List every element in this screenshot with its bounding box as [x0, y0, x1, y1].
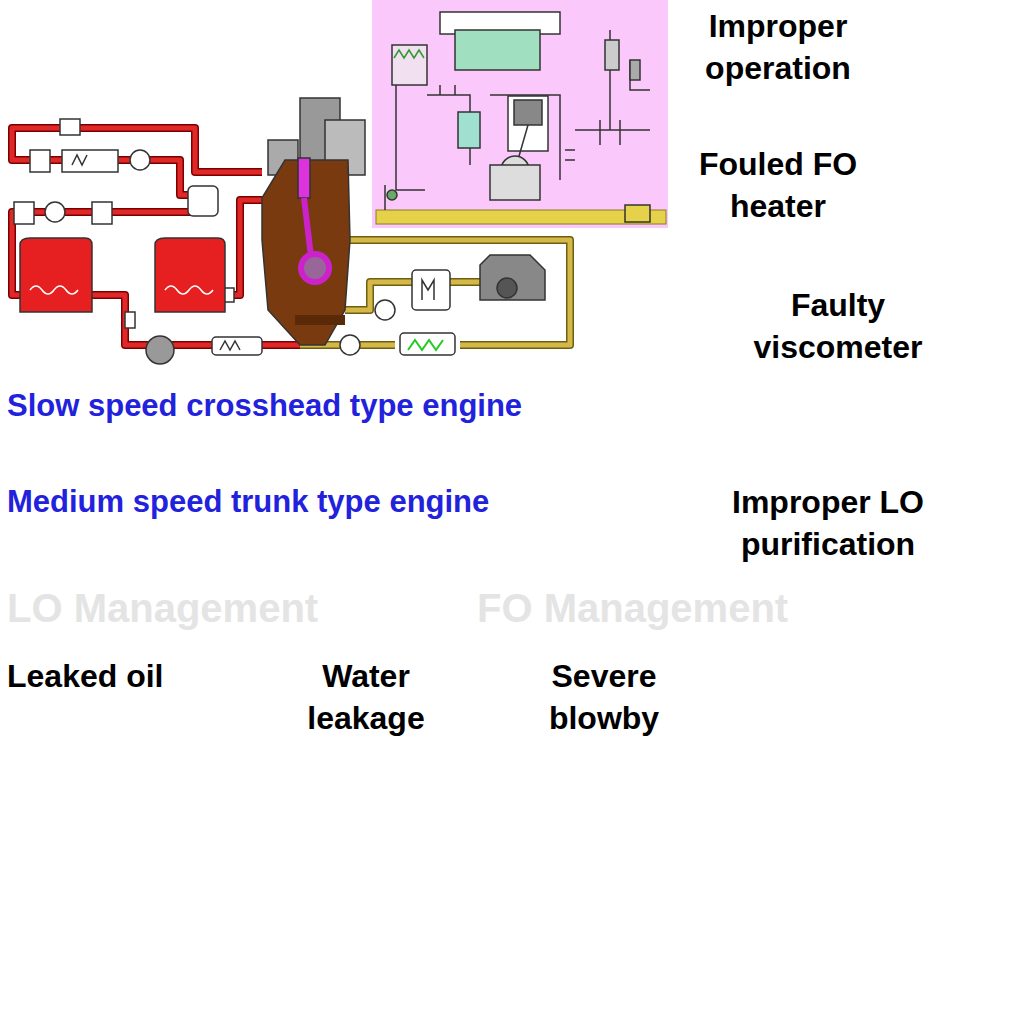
- cause-label: Improper LO purification: [693, 481, 963, 565]
- watermark-text: LO Management: [7, 587, 318, 629]
- cause-label: Leaked oil: [7, 655, 164, 697]
- cause-label: Faulty viscometer: [718, 284, 958, 368]
- watermark-text: FO Management: [477, 587, 788, 629]
- cause-label: Improper operation: [678, 5, 878, 89]
- cause-label: Severe blowby: [519, 655, 689, 739]
- cause-label: Fouled FO heater: [678, 143, 878, 227]
- engine-type-label: Slow speed crosshead type engine: [7, 385, 522, 427]
- engine-type-label: Medium speed trunk type engine: [7, 481, 489, 523]
- cause-label: Water leakage: [281, 655, 451, 739]
